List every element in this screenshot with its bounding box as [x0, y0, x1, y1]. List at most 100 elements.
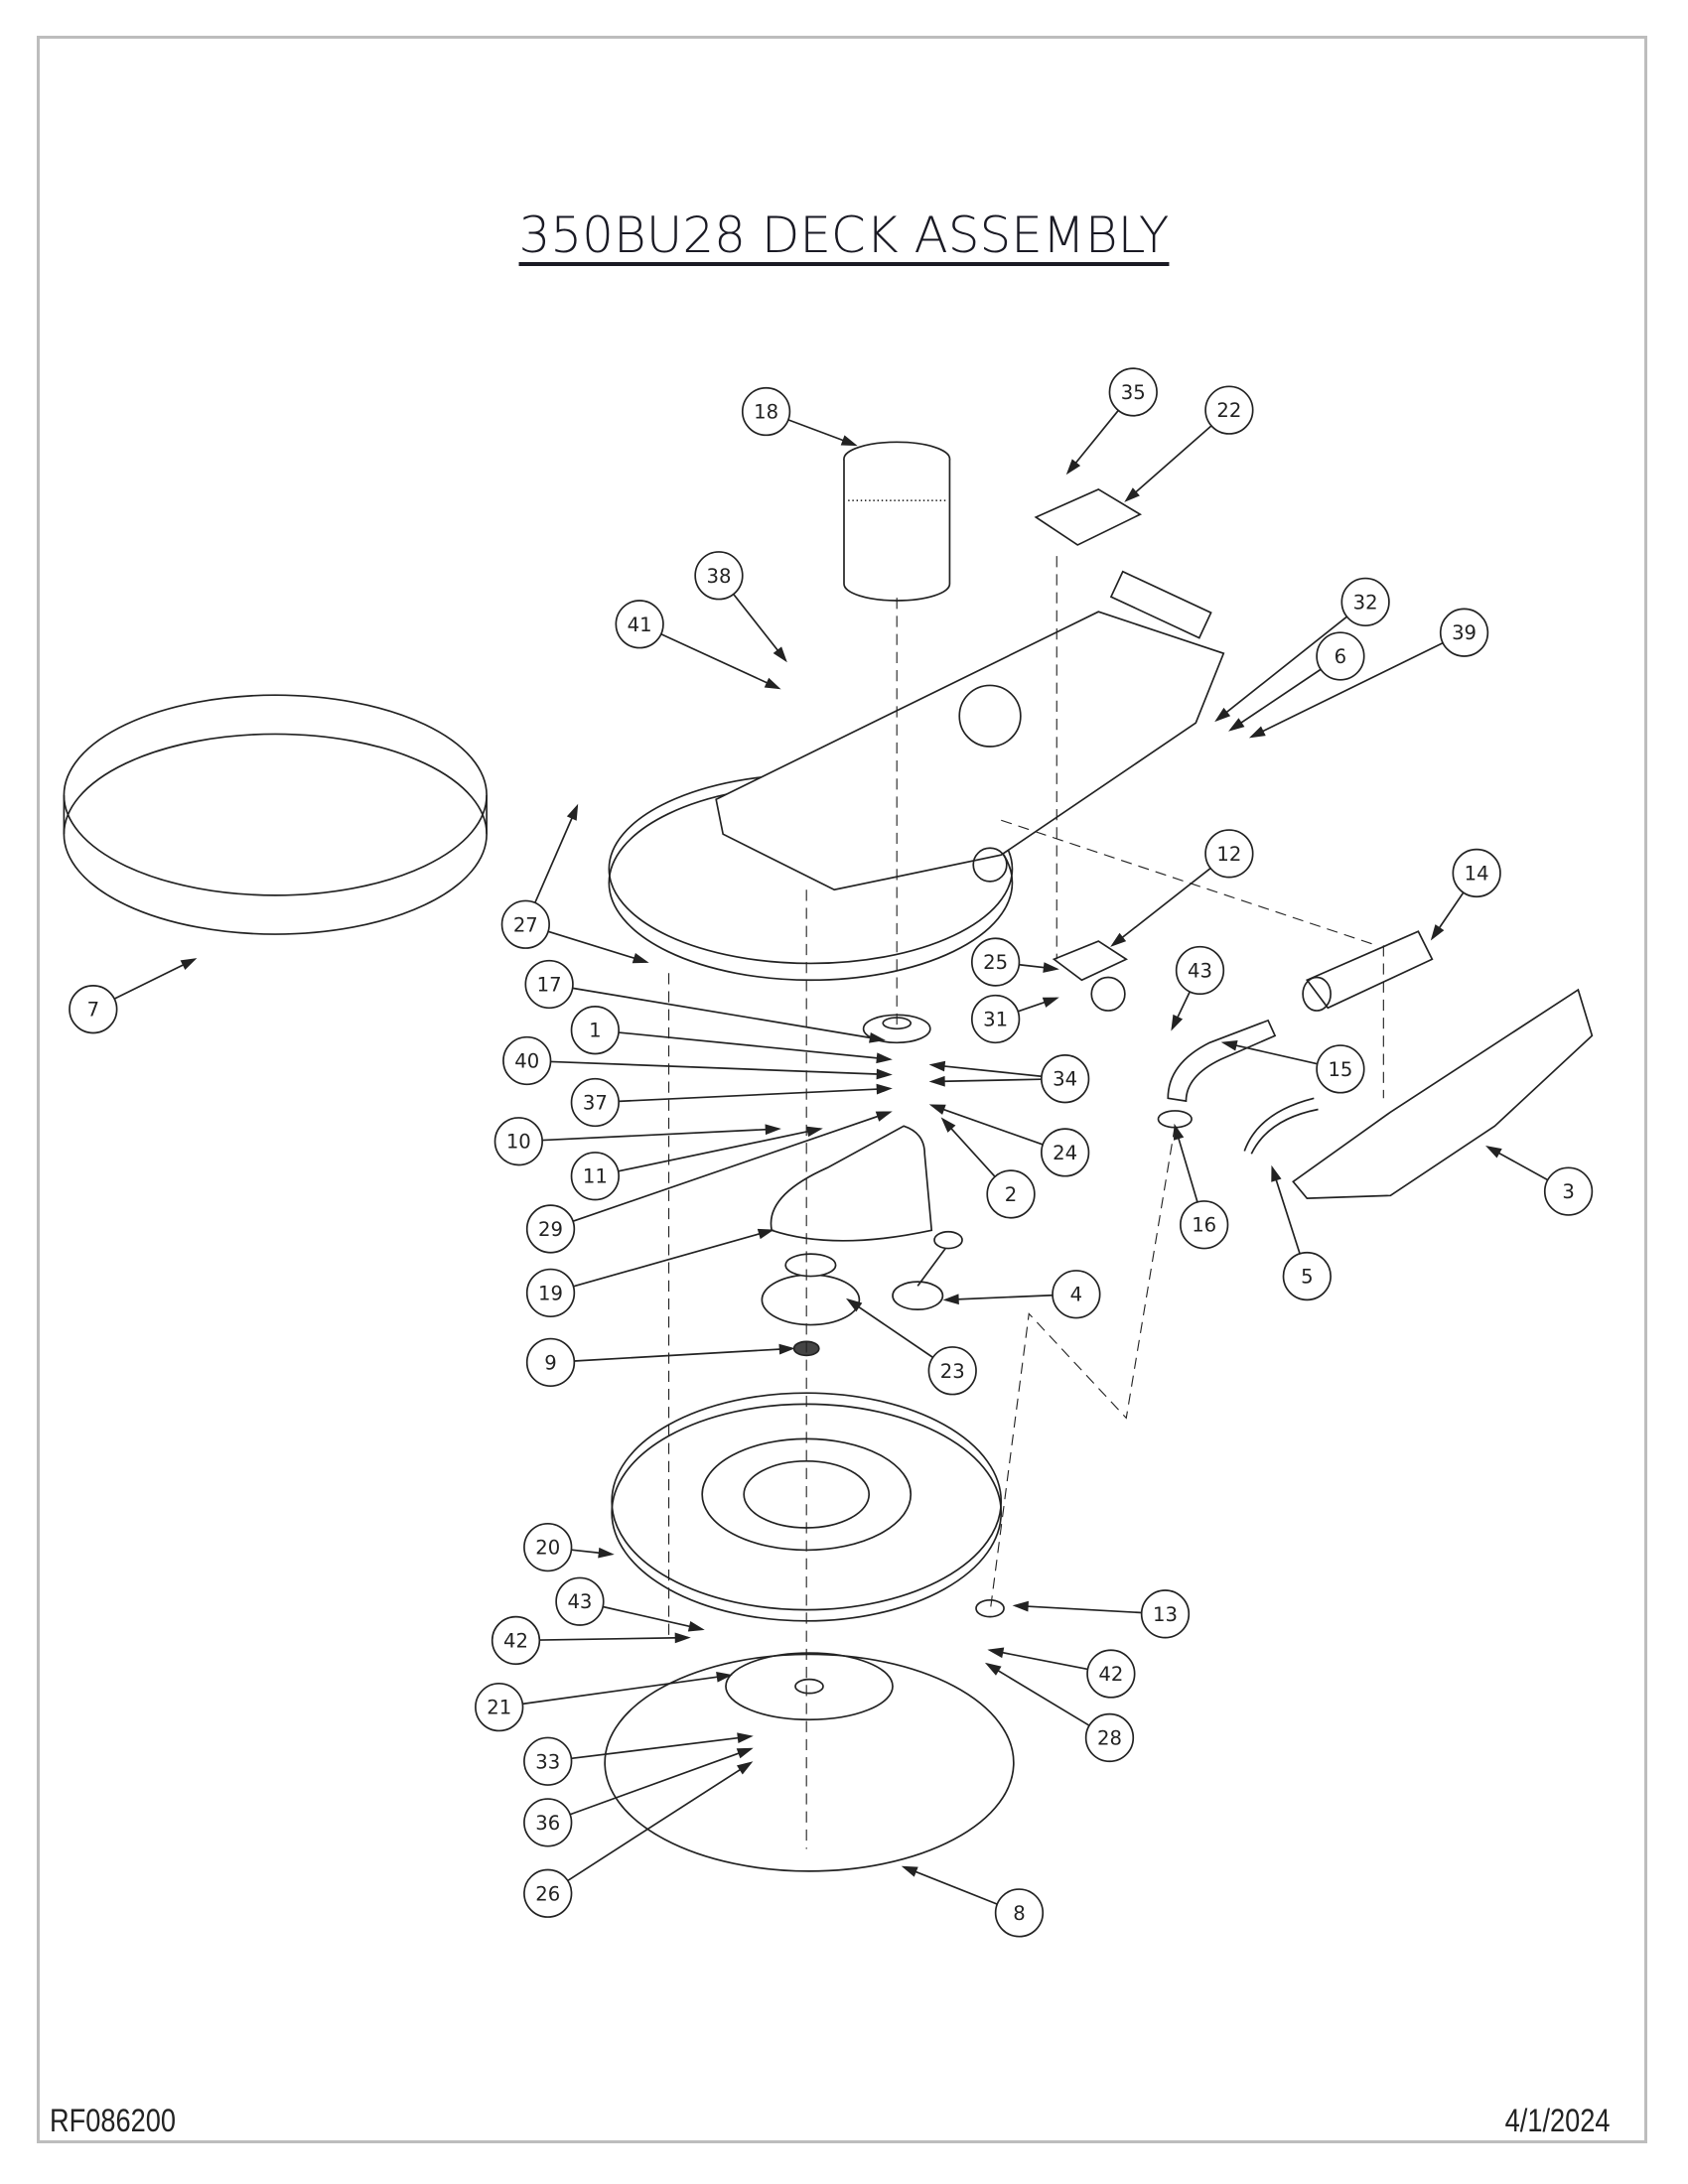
part-deck-housing [608, 570, 1225, 982]
callout-circle [491, 1615, 541, 1666]
callout-43: 43 [555, 1576, 705, 1632]
drawing-title: 350BU28 DECK ASSEMBLY [518, 206, 1170, 264]
arrowhead [1124, 487, 1140, 502]
leader-line [113, 958, 196, 1000]
leader-line [1066, 409, 1119, 474]
leader-line [930, 1104, 1044, 1146]
callout-38: 38 [694, 551, 787, 663]
callout-circle [523, 1736, 573, 1786]
callout-43: 43 [1171, 945, 1225, 1031]
leader-line [931, 1078, 1042, 1083]
callout-number: 23 [940, 1360, 965, 1383]
leader-line [522, 1674, 731, 1706]
leader-line [1125, 425, 1212, 501]
callout-20: 20 [523, 1522, 615, 1572]
arrowhead [928, 1104, 946, 1115]
leader-line [1250, 641, 1444, 738]
leader-line [602, 1605, 703, 1631]
callout-circle [570, 1152, 620, 1201]
arrowhead [984, 1662, 1002, 1676]
part-mount-plate [1034, 488, 1143, 546]
leader-line [618, 1031, 891, 1060]
callout-circle [1439, 608, 1489, 657]
part-cover [1292, 988, 1594, 1199]
part-drive-pulley [761, 1253, 861, 1326]
callout-number: 26 [535, 1882, 560, 1905]
arrowhead [875, 1111, 893, 1122]
callout-circle [1140, 1589, 1191, 1639]
callout-number: 1 [589, 1020, 601, 1042]
callout-number: 39 [1452, 621, 1477, 644]
leader-line [847, 1298, 934, 1359]
callout-number: 15 [1328, 1058, 1352, 1081]
callout-circle [500, 899, 550, 949]
arrowhead [736, 1761, 754, 1775]
callout-13: 13 [1012, 1589, 1191, 1639]
callout-circle [1041, 1054, 1090, 1104]
arrowhead [674, 1632, 691, 1644]
leader-line [1223, 1041, 1318, 1065]
arrowhead [757, 1228, 774, 1240]
callout-circle [1204, 829, 1254, 879]
callout-circle [1204, 385, 1254, 435]
arrowhead [1171, 1014, 1184, 1031]
callout-circle [615, 600, 664, 649]
arrowhead [928, 1060, 946, 1072]
callout-9: 9 [525, 1337, 795, 1388]
callout-number: 16 [1192, 1214, 1216, 1237]
callout-11: 11 [570, 1126, 823, 1201]
callout-40: 40 [502, 1035, 893, 1086]
drawing-border [37, 36, 1647, 2143]
callout-circle [570, 1077, 620, 1128]
part-caster [1052, 940, 1128, 1012]
callout-41: 41 [615, 600, 781, 690]
part-handle-tube [1302, 930, 1434, 1012]
callout-18: 18 [741, 386, 858, 447]
callout-8: 8 [901, 1865, 1045, 1938]
callout-number: 12 [1216, 843, 1241, 866]
callout-number: 43 [1188, 959, 1212, 982]
arrowhead [773, 646, 787, 663]
callout-number: 37 [583, 1092, 608, 1115]
callout-number: 27 [513, 913, 538, 936]
callout-circle [523, 1798, 573, 1847]
callout-6: 6 [1228, 631, 1365, 732]
leader-line [1215, 615, 1348, 722]
callout-28: 28 [984, 1662, 1135, 1763]
callout-number: 40 [514, 1049, 539, 1072]
arrowhead [765, 1124, 781, 1136]
callout-39: 39 [1248, 608, 1489, 739]
callout-circle [525, 1204, 576, 1254]
leader-line [1271, 1167, 1301, 1255]
callout-19: 19 [525, 1228, 774, 1317]
arrowhead [940, 1117, 956, 1133]
callout-1: 1 [570, 1006, 893, 1064]
leader-line [618, 1128, 821, 1172]
callout-circle [1316, 631, 1365, 681]
callout-22: 22 [1124, 385, 1254, 502]
leader-line [572, 987, 884, 1041]
arrowhead [1220, 1040, 1238, 1051]
leader-line [945, 1294, 1054, 1301]
callout-number: 11 [583, 1165, 608, 1188]
callout-circle [555, 1576, 605, 1626]
callout-number: 43 [567, 1590, 592, 1613]
callout-14: 14 [1430, 848, 1501, 941]
callout-number: 38 [707, 565, 732, 588]
arrowhead [598, 1547, 615, 1559]
callout-circle [1340, 577, 1390, 627]
callout-number: 18 [754, 401, 778, 424]
leader-line [542, 1128, 779, 1142]
arrowhead [1012, 1600, 1029, 1612]
callout-29: 29 [525, 1111, 893, 1254]
callout-15: 15 [1220, 1040, 1365, 1094]
callout-23: 23 [846, 1297, 977, 1396]
leader-line [573, 1229, 773, 1288]
callout-circle [69, 985, 118, 1034]
callout-circle [1543, 1166, 1594, 1216]
callout-7: 7 [69, 958, 198, 1034]
leader-line [986, 1663, 1090, 1726]
callout-33: 33 [523, 1732, 754, 1786]
part-motor [843, 441, 951, 602]
